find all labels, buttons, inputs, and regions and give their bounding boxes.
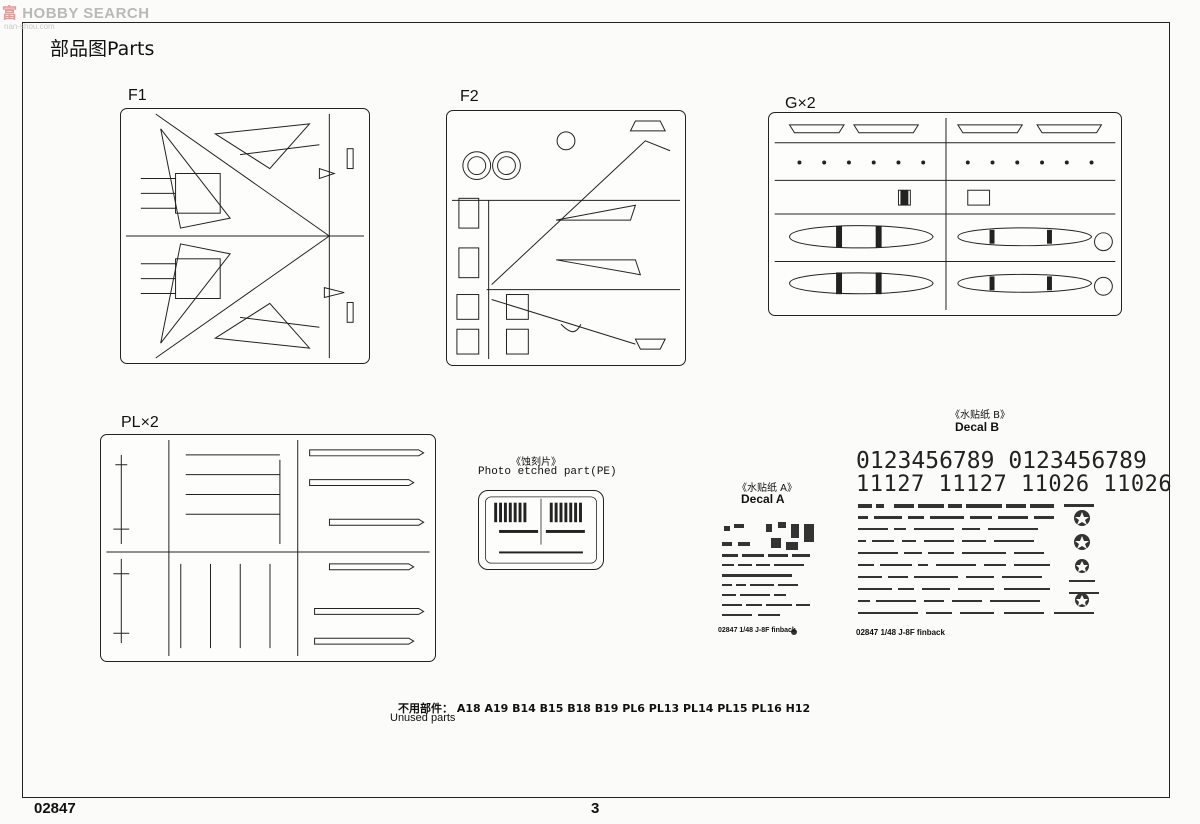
decal-a-label-cn: 《水贴纸 A》	[737, 483, 798, 494]
decal-a-drawing	[722, 522, 814, 635]
decal-b-drawing	[858, 504, 1099, 614]
sprue-f2	[446, 110, 686, 366]
sprue-f1-drawing	[125, 113, 365, 359]
sprue-pl-label: PL×2	[121, 414, 159, 431]
sprue-f1-label: F1	[128, 87, 147, 104]
unused-parts-label-cn: 不用部件：	[398, 702, 453, 715]
sprue-f2-label: F2	[460, 88, 479, 105]
watermark-url: nan-shou.com	[4, 22, 55, 31]
pe-label-cn: 《蚀刻片》	[511, 457, 561, 468]
decal-a-label-en: Decal A	[741, 492, 785, 506]
unused-parts-list: A18 A19 B14 B15 B18 B19 PL6 PL13 PL14 PL…	[456, 702, 811, 715]
unused-parts-line: 不用部件： A18 A19 B14 B15 B18 B19 PL6 PL13 P…	[398, 700, 810, 716]
unused-parts-label-en: Unused parts	[390, 712, 456, 724]
sprue-g-label: G×2	[785, 95, 816, 112]
decal-b-footer: 02847 1/48 J-8F finback	[856, 628, 945, 637]
sprue-g-drawing	[774, 117, 1116, 311]
sprue-f2-drawing	[451, 120, 681, 359]
decal-b-label-cn: 《水贴纸 B》	[950, 410, 1011, 421]
decal-b-numbers-row: 11127 11127 11026 11026	[856, 472, 1173, 497]
decal-b-label-en: Decal B	[955, 420, 1000, 434]
decal-a-footer: 02847 1/48 J-8F finback	[718, 627, 796, 634]
pe-label-en: Photo etched part(PE)	[478, 466, 617, 478]
page-code: 02847	[34, 800, 76, 817]
decal-a-sheet: 02847 1/48 J-8F finback	[716, 518, 820, 636]
watermark-logo: 富 HOBBY SEARCH	[2, 5, 150, 22]
sprue-pl-drawing	[106, 439, 430, 657]
sprue-f1	[120, 108, 370, 364]
pe-fret	[478, 490, 604, 570]
decal-b-digits-row: 0123456789 0123456789	[856, 448, 1147, 474]
sprue-g	[768, 112, 1122, 316]
sprue-pl	[100, 434, 436, 662]
page-title: 部品图Parts	[50, 38, 155, 60]
pe-fret-drawing	[485, 496, 597, 564]
decal-b-sheet: 02847 1/48 J-8F finback	[854, 500, 1114, 637]
page-number: 3	[591, 800, 600, 817]
page-border	[22, 22, 1170, 798]
